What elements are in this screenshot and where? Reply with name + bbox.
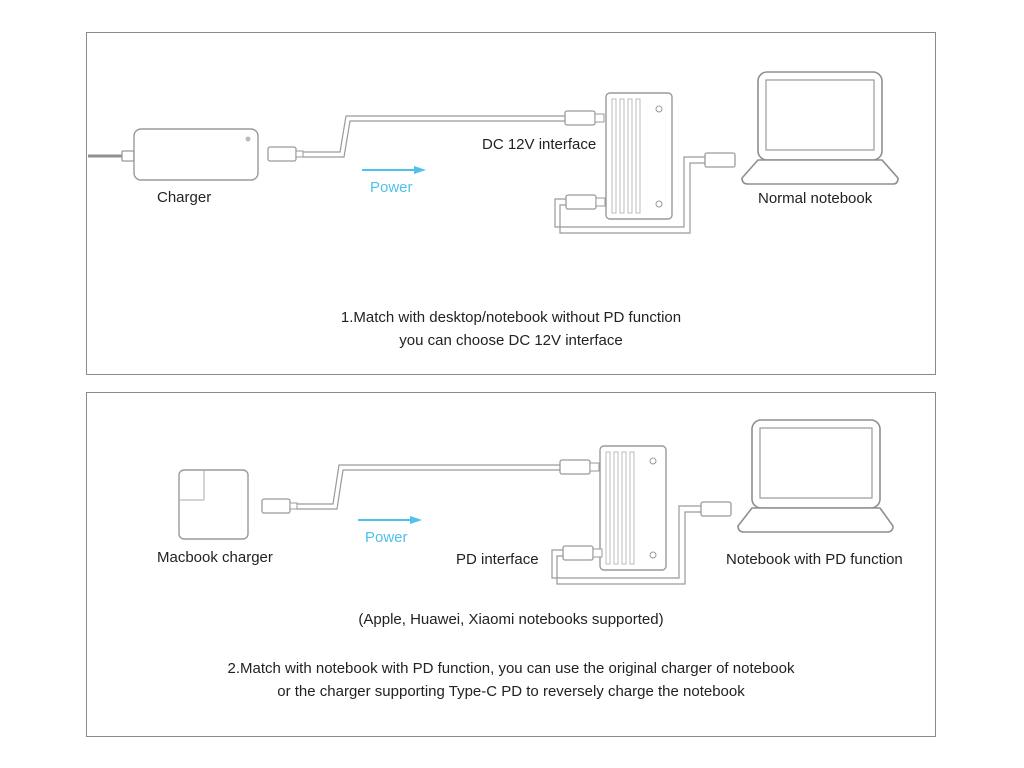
hub-device-2-icon bbox=[599, 445, 667, 571]
power-arrow-2-icon bbox=[358, 516, 422, 524]
dc-interface-label: DC 12V interface bbox=[482, 136, 597, 153]
power-label-2: Power bbox=[365, 529, 408, 546]
macbook-charger-icon bbox=[178, 469, 249, 540]
panel-2-caption: 2.Match with notebook with PD function, … bbox=[86, 657, 936, 703]
laptop-icon bbox=[741, 71, 899, 185]
hub-lower-plug-icon bbox=[565, 194, 606, 210]
charger-cable-plug-icon bbox=[267, 146, 304, 162]
power-arrow-icon bbox=[362, 166, 426, 174]
notebook-2-plug-icon bbox=[700, 501, 732, 517]
macbook-charger-plug-icon bbox=[261, 498, 298, 514]
hub-2-lower-plug-icon bbox=[562, 545, 603, 561]
pd-notebook-label: Notebook with PD function bbox=[726, 551, 903, 568]
macbook-charger-label: Macbook charger bbox=[157, 549, 273, 566]
supported-notebooks-note: (Apple, Huawei, Xiaomi notebooks support… bbox=[358, 611, 664, 628]
panel-2-caption-line-1: 2.Match with notebook with PD function, … bbox=[227, 660, 795, 677]
normal-notebook-label: Normal notebook bbox=[758, 190, 873, 207]
notebook-plug-icon bbox=[704, 152, 736, 168]
panel-2-caption-line-2: or the charger supporting Type-C PD to r… bbox=[277, 683, 745, 700]
charger-label: Charger bbox=[157, 189, 212, 206]
laptop-2-icon bbox=[737, 419, 894, 533]
power-label: Power bbox=[370, 179, 413, 196]
panel-1-caption-line-2: you can choose DC 12V interface bbox=[399, 332, 623, 349]
pd-interface-label: PD interface bbox=[456, 551, 539, 568]
charger-icon bbox=[88, 128, 259, 181]
pd-plug-icon bbox=[559, 459, 600, 475]
dc-plug-icon bbox=[564, 110, 605, 126]
panel-1-caption-line-1: 1.Match with desktop/notebook without PD… bbox=[340, 309, 682, 326]
hub-device-icon bbox=[605, 92, 673, 220]
panel-1-caption: 1.Match with desktop/notebook without PD… bbox=[86, 306, 936, 352]
